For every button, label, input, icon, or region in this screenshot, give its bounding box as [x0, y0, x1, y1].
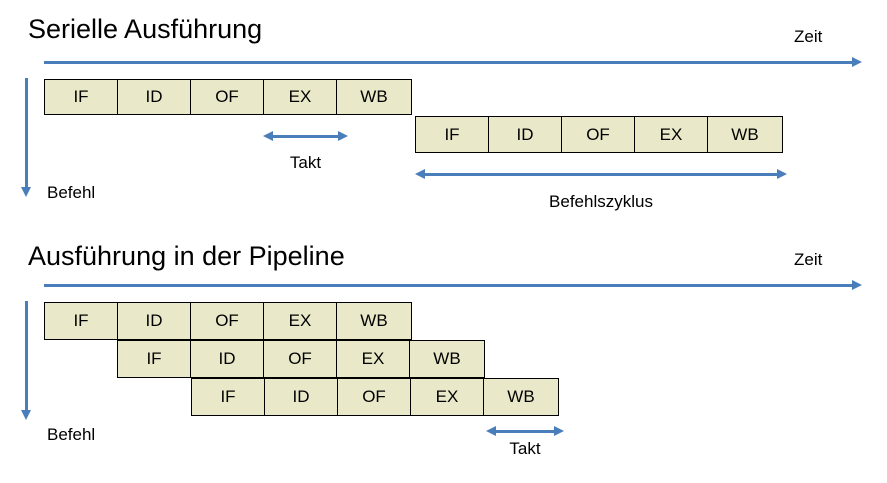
stage-box[interactable]: IF — [191, 378, 265, 416]
stage-box[interactable]: IF — [44, 79, 118, 115]
stage-row-serial-2: IF ID OF EX WB — [415, 116, 783, 153]
takt-measure-arrow-serial — [263, 131, 348, 142]
instruction-axis-shaft — [25, 78, 28, 188]
stage-box[interactable]: WB — [707, 116, 783, 153]
stage-box[interactable]: WB — [409, 340, 485, 378]
stage-box[interactable]: EX — [263, 302, 337, 340]
stage-box[interactable]: IF — [44, 302, 118, 340]
arrow-head-right-icon — [852, 280, 862, 290]
time-axis-shaft — [44, 61, 853, 64]
measure-shaft — [424, 173, 778, 176]
instruction-axis-label-serial: Befehl — [47, 183, 96, 202]
instruction-axis-arrow-serial — [21, 78, 32, 197]
arrow-head-left-icon — [263, 131, 273, 141]
page-title-serial: Serielle Ausführung — [28, 14, 263, 44]
takt-label-serial: Takt — [289, 153, 322, 172]
stage-box[interactable]: OF — [263, 340, 337, 378]
stage-box[interactable]: OF — [190, 79, 264, 115]
stage-box[interactable]: IF — [117, 340, 191, 378]
arrow-head-right-icon — [554, 426, 564, 436]
arrow-head-right-icon — [852, 57, 862, 67]
time-axis-shaft — [44, 284, 853, 287]
instruction-axis-shaft — [25, 301, 28, 411]
takt-label-pipeline: Takt — [509, 439, 541, 458]
stage-box[interactable]: EX — [336, 340, 410, 378]
page-title-pipeline: Ausführung in der Pipeline — [28, 241, 345, 271]
stage-row-serial-1: IF ID OF EX WB — [44, 79, 412, 115]
stage-box[interactable]: EX — [634, 116, 708, 153]
time-axis-arrow-serial — [44, 57, 862, 68]
instruction-axis-label-pipeline: Befehl — [47, 425, 96, 444]
arrow-head-left-icon — [486, 426, 496, 436]
stage-box[interactable]: ID — [190, 340, 264, 378]
arrow-head-down-icon — [21, 410, 31, 420]
stage-box[interactable]: OF — [337, 378, 411, 416]
stage-box[interactable]: EX — [263, 79, 337, 115]
measure-shaft — [272, 135, 339, 138]
arrow-head-right-icon — [338, 131, 348, 141]
takt-measure-arrow-pipeline — [486, 426, 564, 437]
stage-box[interactable]: IF — [415, 116, 489, 153]
stage-box[interactable]: ID — [488, 116, 562, 153]
arrow-head-down-icon — [21, 187, 31, 197]
stage-row-pipeline-2: IF ID OF EX WB — [117, 340, 485, 378]
stage-row-pipeline-3: IF ID OF EX WB — [191, 378, 559, 416]
stage-box[interactable]: WB — [336, 79, 412, 115]
instruction-axis-arrow-pipeline — [21, 301, 32, 420]
stage-box[interactable]: EX — [410, 378, 484, 416]
befehlszyklus-label: Befehlszyklus — [549, 192, 653, 211]
stage-box[interactable]: OF — [190, 302, 264, 340]
stage-row-pipeline-1: IF ID OF EX WB — [44, 302, 412, 340]
time-axis-arrow-pipeline — [44, 280, 862, 291]
stage-box[interactable]: WB — [483, 378, 559, 416]
stage-box[interactable]: WB — [336, 302, 412, 340]
stage-box[interactable]: ID — [117, 79, 191, 115]
time-axis-label-pipeline: Zeit — [794, 250, 823, 269]
stage-box[interactable]: ID — [117, 302, 191, 340]
time-axis-label-serial: Zeit — [794, 27, 823, 46]
stage-box[interactable]: OF — [561, 116, 635, 153]
arrow-head-left-icon — [415, 169, 425, 179]
stage-box[interactable]: ID — [264, 378, 338, 416]
arrow-head-right-icon — [777, 169, 787, 179]
befehlszyklus-measure-arrow — [415, 169, 787, 180]
measure-shaft — [495, 430, 555, 433]
